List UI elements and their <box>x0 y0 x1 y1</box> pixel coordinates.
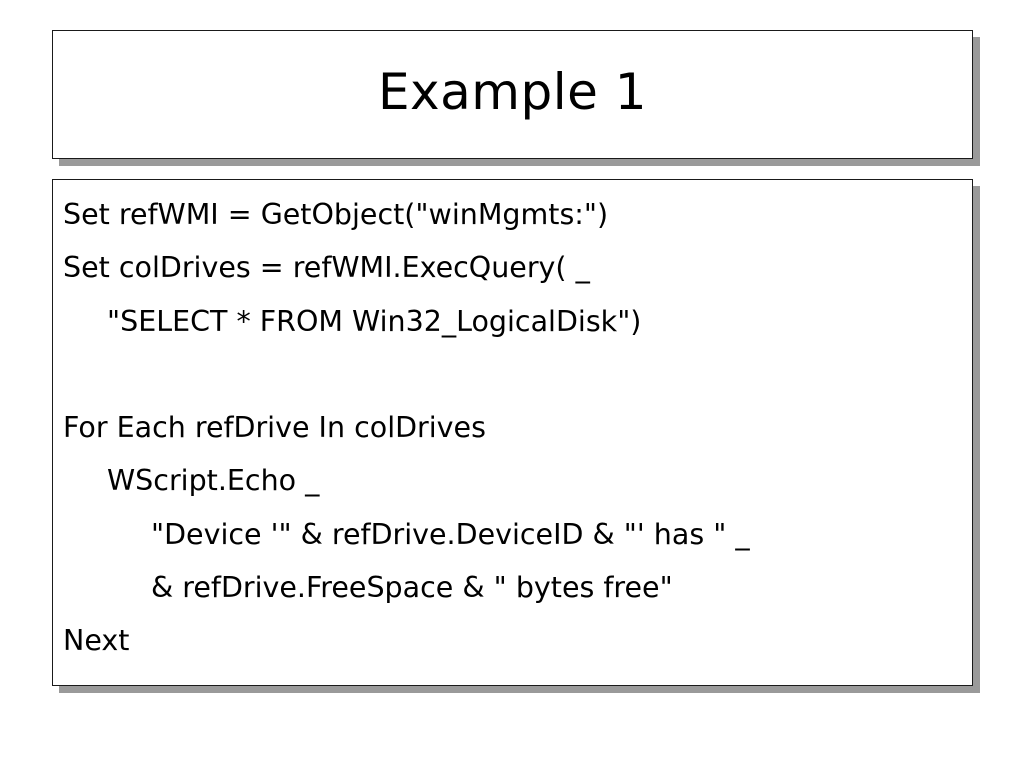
code-line-select-query: "SELECT * FROM Win32_LogicalDisk") <box>107 304 642 338</box>
code-panel: Set refWMI = GetObject("winMgmts:") Set … <box>52 179 973 686</box>
code-line-device-string: "Device '" & refDrive.DeviceID & "' has … <box>151 517 750 551</box>
code-line-blank <box>63 348 972 401</box>
code-line-set-refwmi: Set refWMI = GetObject("winMgmts:") <box>63 198 609 231</box>
code-line-wscript-echo: WScript.Echo _ <box>107 464 320 498</box>
code-line-next: Next <box>63 624 130 658</box>
code-line-set-coldrives: Set colDrives = refWMI.ExecQuery( _ <box>63 251 590 285</box>
code-line-for-each: For Each refDrive In colDrives <box>63 411 486 445</box>
code-line-freespace: & refDrive.FreeSpace & " bytes free" <box>151 571 673 605</box>
slide-title: Example 1 <box>377 62 648 121</box>
title-panel: Example 1 <box>52 30 973 159</box>
